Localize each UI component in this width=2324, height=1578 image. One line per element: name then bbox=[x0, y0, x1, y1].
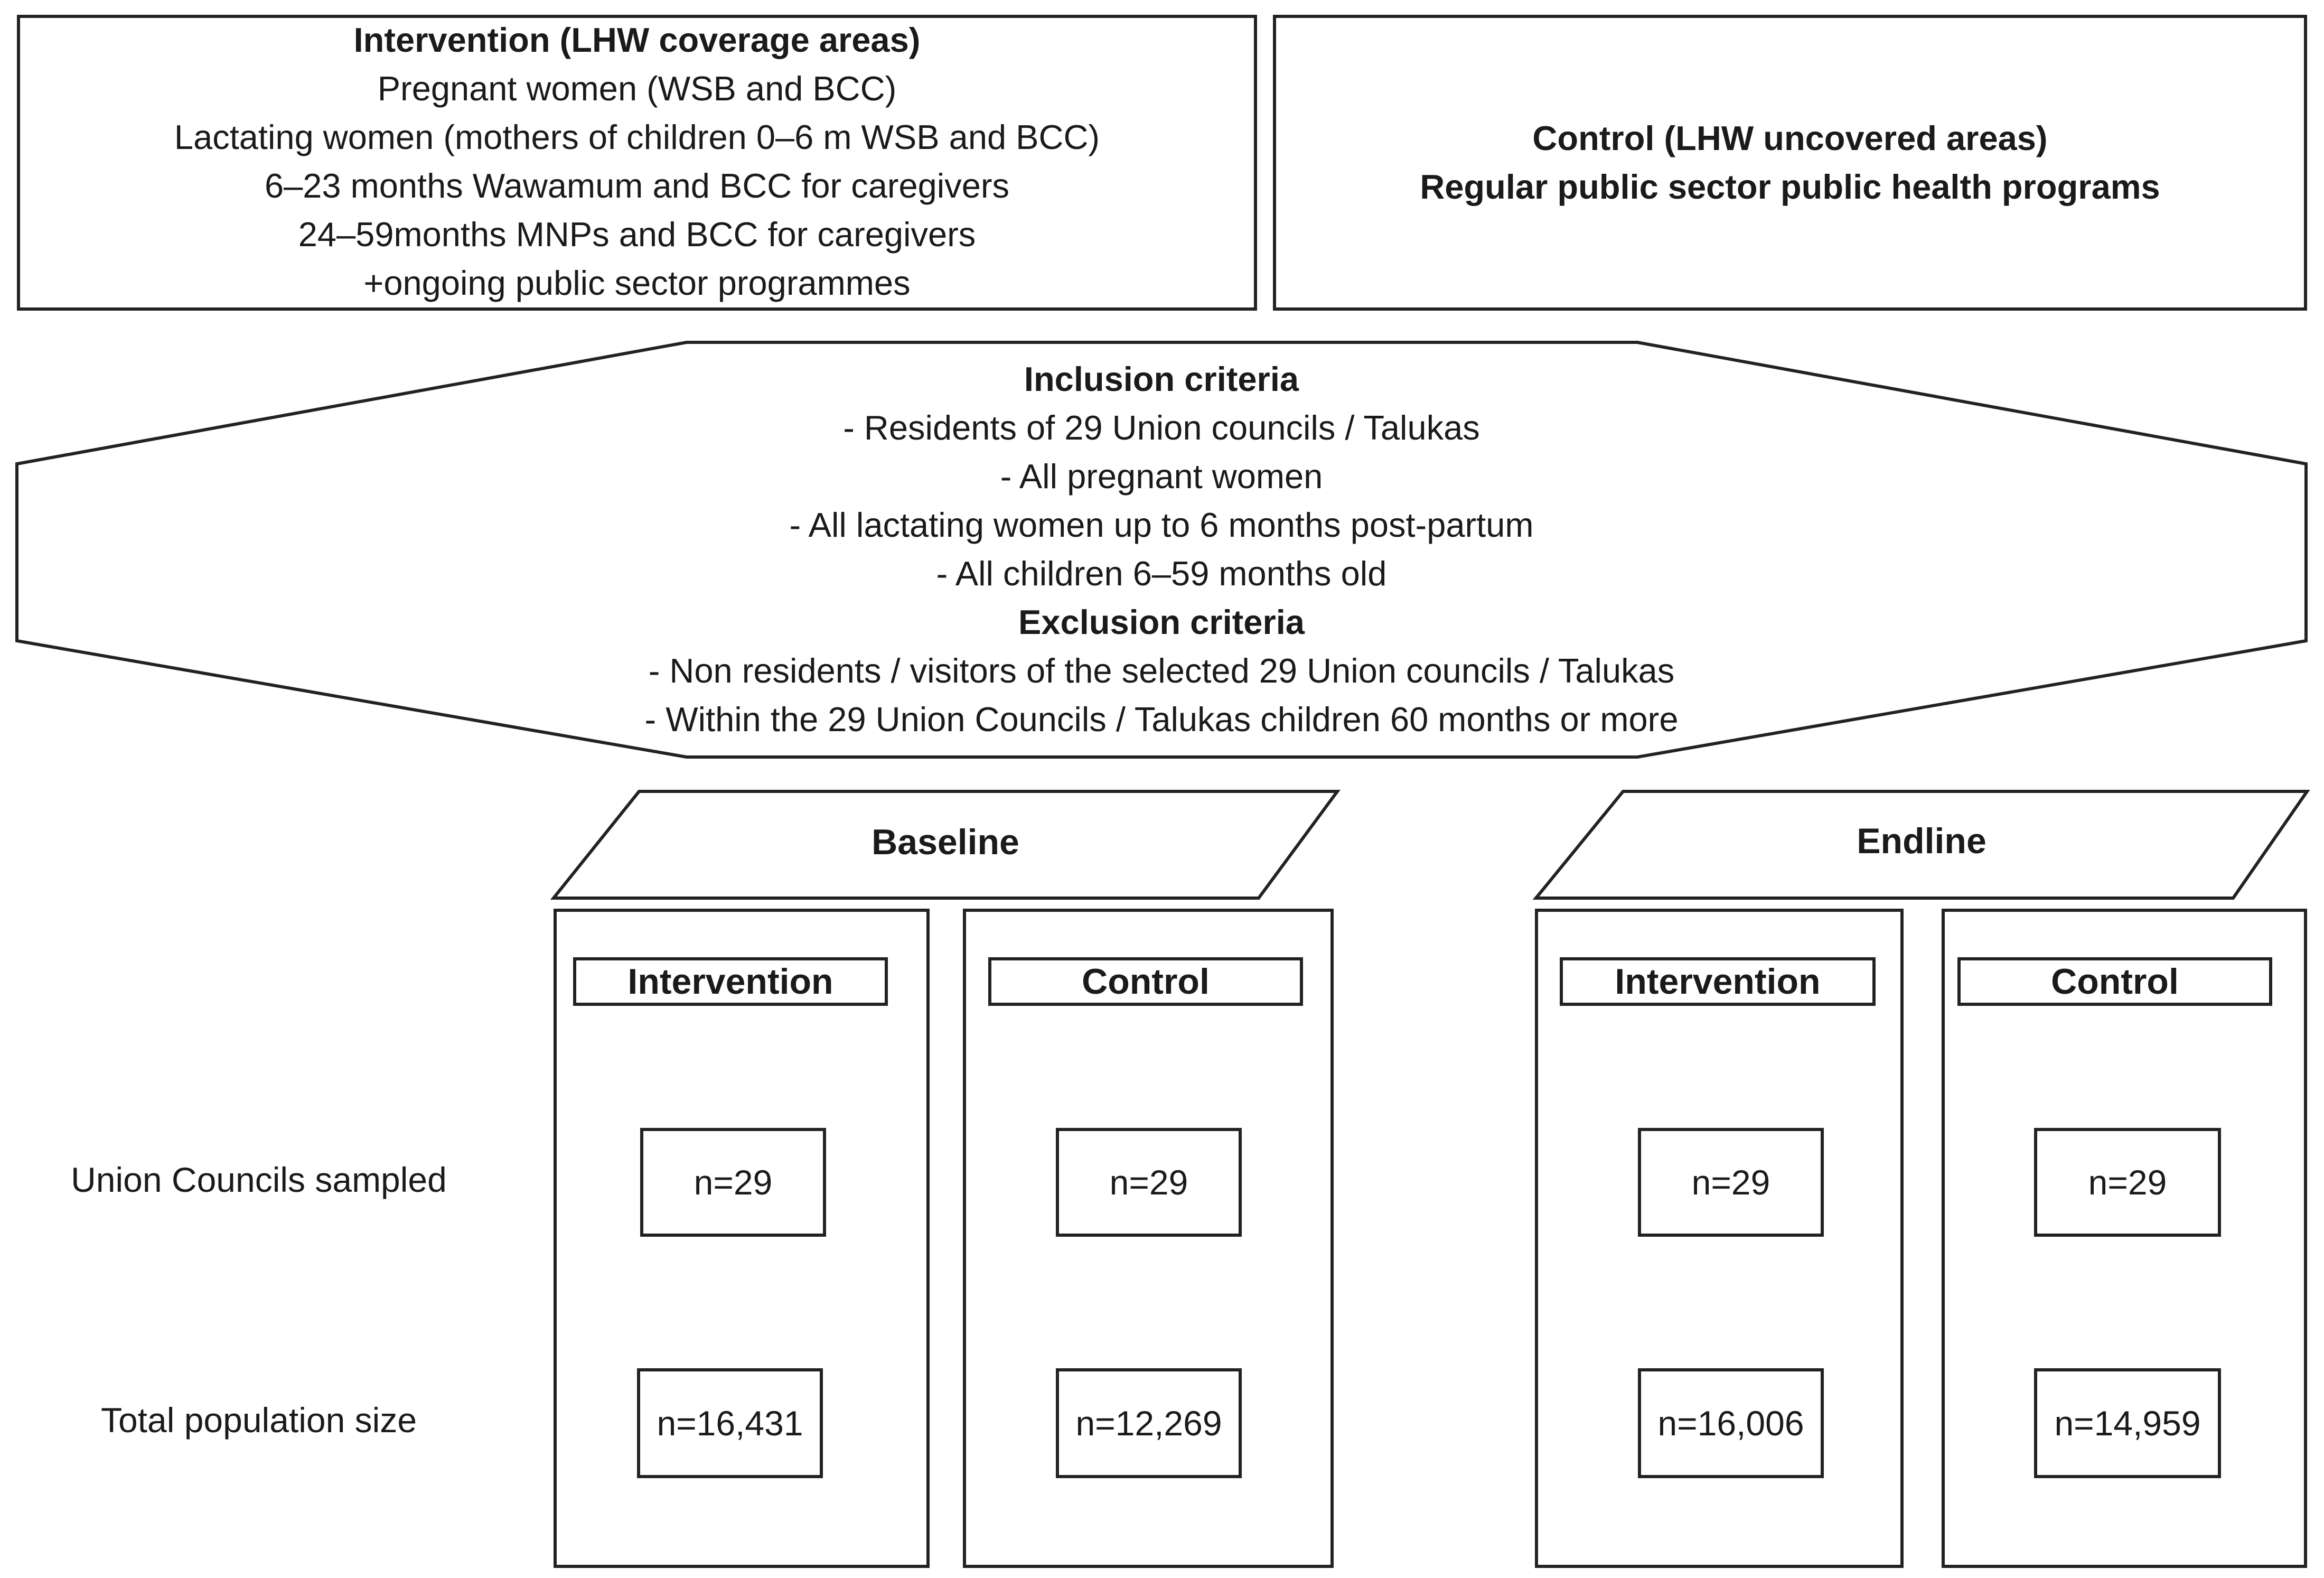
intervention-arm-line: 6–23 months Wawamum and BCC for caregive… bbox=[264, 166, 1010, 205]
baseline-intervention-population: n=16,431 bbox=[637, 1368, 823, 1478]
endline-label: Endline bbox=[1857, 821, 1986, 861]
population-row-label: Total population size bbox=[100, 1400, 417, 1440]
inclusion-criterion: - All children 6–59 months old bbox=[936, 554, 1387, 593]
inclusion-criterion: - All pregnant women bbox=[1000, 457, 1323, 496]
criteria-hexagon bbox=[15, 341, 2308, 759]
intervention-arm-line: Pregnant women (WSB and BCC) bbox=[377, 69, 897, 108]
control-arm-text: Control (LHW uncovered areas) Regular pu… bbox=[1273, 114, 2307, 211]
endline-intervention-population: n=16,006 bbox=[1638, 1368, 1824, 1478]
exclusion-criterion: - Non residents / visitors of the select… bbox=[648, 651, 1675, 690]
intervention-arm-text: Intervention (LHW coverage areas) Pregna… bbox=[17, 16, 1257, 307]
baseline-control-population: n=12,269 bbox=[1056, 1368, 1242, 1478]
exclusion-criteria-title: Exclusion criteria bbox=[1018, 603, 1305, 641]
baseline-intervention-union-councils: n=29 bbox=[640, 1128, 826, 1237]
baseline-parallelogram bbox=[550, 790, 1341, 900]
inclusion-criterion: - Residents of 29 Union councils / Taluk… bbox=[843, 408, 1480, 447]
baseline-control-union-councils: n=29 bbox=[1056, 1128, 1242, 1237]
baseline-control-header: Control bbox=[988, 957, 1303, 1006]
inclusion-criteria-title: Inclusion criteria bbox=[1024, 360, 1299, 398]
endline-parallelogram bbox=[1532, 790, 2310, 900]
inclusion-criterion: - All lactating women up to 6 months pos… bbox=[789, 506, 1534, 544]
baseline-label: Baseline bbox=[872, 822, 1019, 862]
baseline-intervention-header: Intervention bbox=[573, 957, 888, 1006]
intervention-arm-line: +ongoing public sector programmes bbox=[363, 264, 911, 302]
exclusion-criterion: - Within the 29 Union Councils / Talukas… bbox=[644, 700, 1679, 739]
criteria-text: Inclusion criteria - Residents of 29 Uni… bbox=[17, 355, 2306, 744]
union-councils-row-label: Union Councils sampled bbox=[71, 1160, 447, 1199]
endline-control-union-councils: n=29 bbox=[2034, 1128, 2221, 1237]
control-arm-title: Control (LHW uncovered areas) bbox=[1532, 119, 2048, 157]
intervention-arm-line: Lactating women (mothers of children 0–6… bbox=[174, 118, 1100, 156]
endline-intervention-header: Intervention bbox=[1560, 957, 1876, 1006]
endline-control-population: n=14,959 bbox=[2034, 1368, 2221, 1478]
endline-intervention-union-councils: n=29 bbox=[1638, 1128, 1824, 1237]
intervention-arm-line: 24–59months MNPs and BCC for caregivers bbox=[298, 215, 976, 254]
intervention-arm-box bbox=[17, 15, 1257, 311]
control-arm-subtitle: Regular public sector public health prog… bbox=[1420, 167, 2160, 206]
control-arm-box bbox=[1273, 15, 2307, 311]
endline-control-header: Control bbox=[1957, 957, 2272, 1006]
intervention-arm-title: Intervention (LHW coverage areas) bbox=[353, 21, 921, 59]
